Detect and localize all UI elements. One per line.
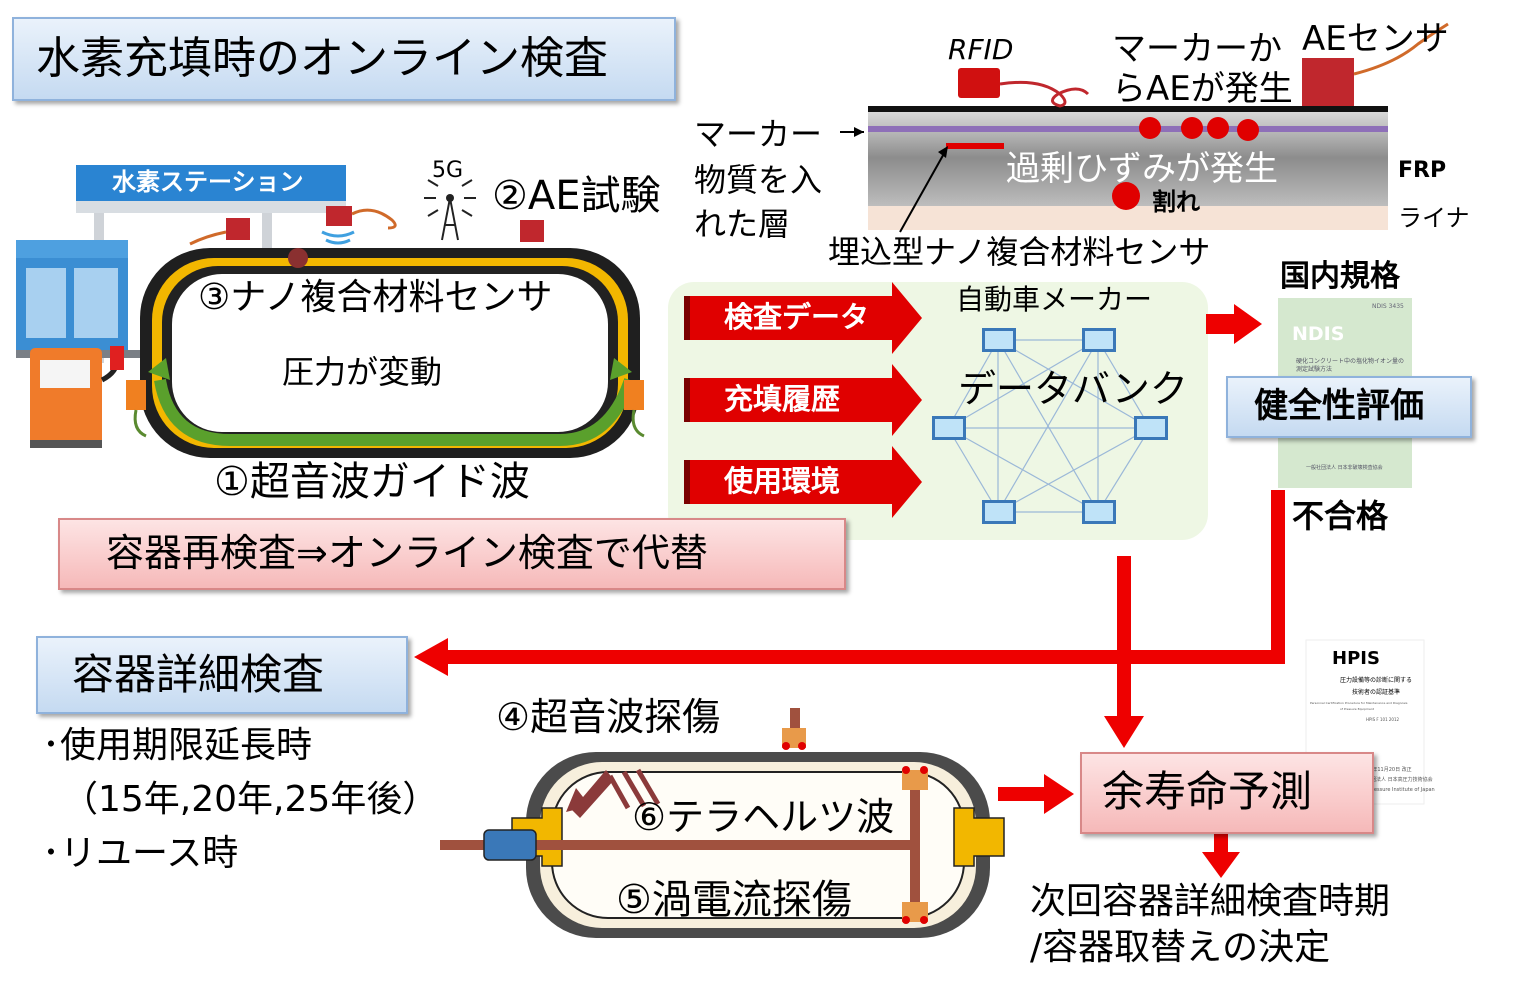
- decision-line2: /容器取替えの決定: [1030, 927, 1331, 968]
- marker-ae-label-line1: マーカーか: [1112, 29, 1282, 69]
- automaker-label: 自動車メーカー: [956, 283, 1153, 316]
- integrity-label: 健全性評価: [1254, 386, 1424, 426]
- station-sign: 水素ステーション: [112, 168, 304, 196]
- life-prediction-label: 余寿命予測: [1102, 767, 1313, 816]
- marker-layer-line3: れた層: [694, 205, 791, 243]
- strain-label: 過剰ひずみが発生: [1006, 149, 1278, 189]
- marker-layer-line1: マーカー: [694, 115, 823, 153]
- nano-sensor-label: ③ナノ複合材料センサ: [198, 277, 553, 318]
- arrow-label-usage-env: 使用環境: [724, 464, 841, 498]
- data-arrows: [684, 282, 1262, 518]
- detail-inspection-box: 容器詳細検査: [36, 636, 408, 714]
- frp-cross-section: [840, 22, 1449, 233]
- page-title: 水素充填時のオンライン検査: [36, 33, 608, 84]
- hpis-line2: 技術者の認証基準: [1352, 689, 1401, 696]
- terahertz-label: ⑥テラヘルツ波: [632, 795, 895, 839]
- liner-label: ライナ: [1398, 204, 1470, 232]
- ndis-subtitle: 硬化コンクリート中の塩化物イオン量の測定試験方法: [1296, 358, 1405, 373]
- hpis-code: HPIS F 101 2012: [1366, 717, 1400, 722]
- ultrasonic-test-label: ④超音波探傷: [496, 695, 721, 739]
- hpis-org-jp: 一般社団法人 日本高圧力技術協会: [1356, 777, 1433, 783]
- hydrogen-station-illustration: [16, 165, 346, 448]
- eddy-current-label: ⑤渦電流探傷: [616, 877, 852, 923]
- hpis-org-en: High Pressure Institute of Japan: [1356, 787, 1435, 793]
- 5g-tower-icon: [424, 179, 476, 241]
- bullet-extension-years: （15年,20年,25年後）: [62, 779, 439, 820]
- guided-wave-label: ①超音波ガイド波: [214, 459, 530, 505]
- bullet-reuse: ･リユース時: [42, 833, 239, 874]
- hpis-line1: 圧力設備等の診断に関する: [1340, 677, 1413, 684]
- arrow-label-inspection-data: 検査データ: [724, 300, 870, 334]
- hpis-date: 平成24年11月20日 改正: [1356, 767, 1412, 773]
- bullet-extension: ･使用期限延長時: [42, 725, 313, 766]
- pressure-label: 圧力が変動: [282, 353, 443, 391]
- replacement-label: 容器再検査⇒オンライン検査で代替: [106, 531, 708, 575]
- ndis-footer: 一般社団法人 日本非破壊検査協会: [1306, 465, 1383, 471]
- rfid-label: RFID: [948, 33, 1014, 66]
- inspection-tank-illustration: [440, 708, 1005, 938]
- hpis-logo: HPIS: [1332, 648, 1380, 669]
- flow-arrows: [414, 490, 1285, 878]
- domestic-standard-label: 国内規格: [1280, 259, 1400, 294]
- title-box: 水素充填時のオンライン検査: [12, 17, 676, 101]
- replacement-box: 容器再検査⇒オンライン検査で代替: [58, 518, 846, 590]
- marker-ae-label-line2: らAEが発生: [1112, 69, 1293, 109]
- detail-inspection-title: 容器詳細検査: [72, 650, 325, 699]
- databank-label: データバンク: [958, 367, 1188, 411]
- ae-test-label: ②AE試験: [492, 173, 661, 219]
- hpis-line4: of Pressure Equipment: [1340, 707, 1374, 711]
- integrity-box: 健全性評価: [1226, 376, 1472, 438]
- fail-label: 不合格: [1292, 497, 1389, 535]
- arrow-label-fill-history: 充填履歴: [724, 382, 841, 416]
- decision-line1: 次回容器詳細検査時期: [1030, 881, 1391, 922]
- label-5g: 5G: [432, 158, 464, 183]
- frp-label: FRP: [1398, 158, 1447, 183]
- online-tank-illustration: [126, 206, 645, 458]
- ndis-code: NDIS 3435: [1372, 303, 1404, 310]
- crack-label: 割れ: [1152, 188, 1200, 216]
- life-prediction-box: 余寿命予測: [1080, 752, 1374, 834]
- marker-layer-line2: 物質を入: [694, 161, 823, 199]
- ndis-logo: NDIS: [1292, 323, 1345, 345]
- ae-sensor-label: AEセンサ: [1302, 19, 1449, 59]
- hpis-line3: Personnel Certification Procedure for Ma…: [1310, 701, 1408, 705]
- embedded-sensor-label: 埋込型ナノ複合材料センサ: [828, 233, 1211, 271]
